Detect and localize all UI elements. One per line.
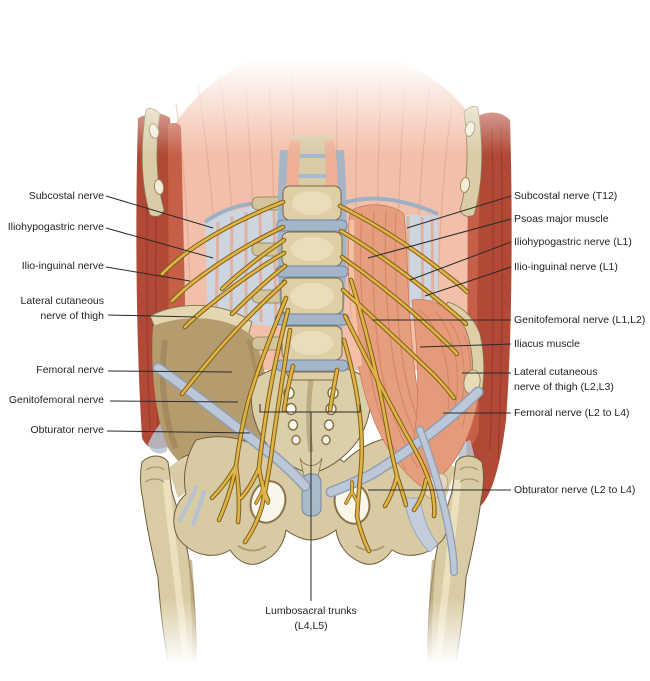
label-subcostal-nerve-right: Subcostal nerve (T12) (514, 190, 618, 202)
label-genitofemoral-nerve-left: Genitofemoral nerve (8, 394, 104, 406)
top-fade (0, 0, 650, 155)
label-lateral-cutaneous-nerve-left: Lateral cutaneous nerve of thigh (20, 295, 104, 322)
label-femoral-nerve-right: Femoral nerve (L2 to L4) (514, 407, 630, 419)
label-femoral-nerve-left: Femoral nerve (36, 364, 104, 376)
label-psoas-major-muscle: Psoas major muscle (514, 213, 609, 225)
label-ilio-inguinal-nerve-right: Ilio-inguinal nerve (L1) (514, 261, 618, 273)
bottom-fade (0, 598, 650, 681)
label-genitofemoral-nerve-right: Genitofemoral nerve (L1,L2) (514, 314, 646, 326)
label-lumbosacral-trunks: Lumbosacral trunks (L4,L5) (265, 605, 357, 632)
label-lateral-cutaneous-nerve-right: Lateral cutaneous nerve of thigh (L2,L3) (514, 366, 614, 393)
leader-lines (105, 195, 512, 601)
label-obturator-nerve-right: Obturator nerve (L2 to L4) (514, 484, 636, 496)
label-obturator-nerve-left: Obturator nerve (30, 424, 104, 436)
label-ilio-inguinal-nerve-left: Ilio-inguinal nerve (21, 260, 104, 272)
label-iliohypogastric-nerve-left: Iliohypogastric nerve (7, 221, 104, 233)
lumbosacral-bracket (259, 404, 361, 413)
label-subcostal-nerve-left: Subcostal nerve (28, 190, 104, 202)
label-iliohypogastric-nerve-right: Iliohypogastric nerve (L1) (514, 236, 632, 248)
label-iliacus-muscle: Iliacus muscle (514, 338, 580, 350)
